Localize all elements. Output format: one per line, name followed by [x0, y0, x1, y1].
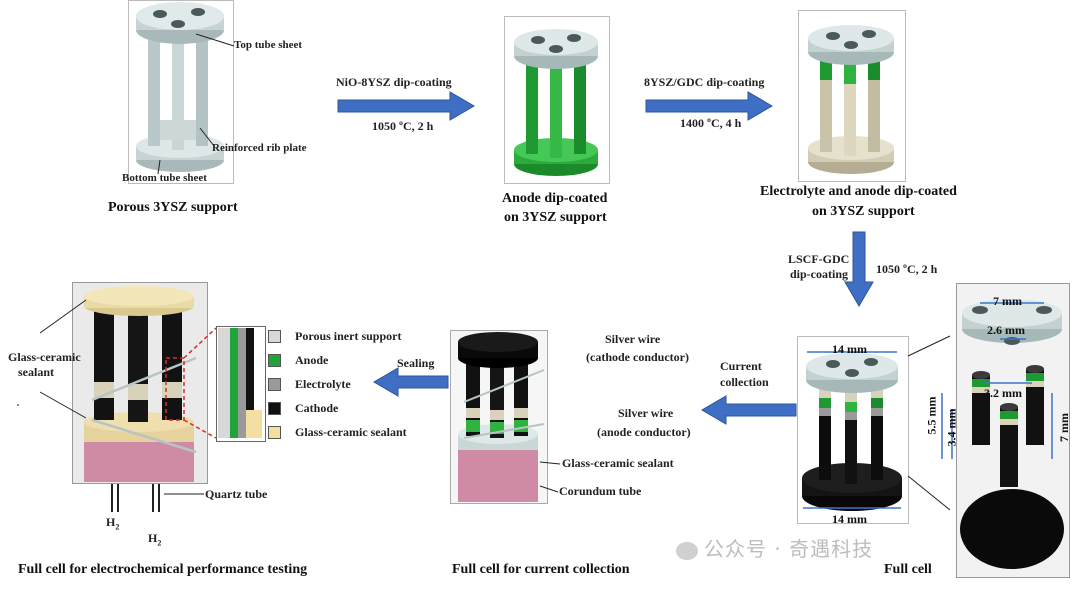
step3-condition: 1050 ºC, 2 h: [876, 262, 938, 276]
dim-hole: 7 mm: [993, 294, 1022, 308]
stage5-current-collection-illustration: [458, 332, 545, 502]
label-corundum-tube: Corundum tube: [559, 484, 642, 498]
dim-height-3: 7 mm: [1057, 413, 1071, 442]
legend-swatch: [268, 330, 281, 343]
stage6-testing-illustration: [84, 286, 197, 482]
legend-item: Cathode: [268, 402, 338, 415]
step1-arrow: [337, 91, 475, 121]
wechat-icon: [676, 541, 698, 560]
step1-condition: 1050 ºC, 2 h: [372, 119, 434, 133]
label-sealant-6-line1: Glass-ceramic: [8, 350, 81, 364]
label-reinforced-rib: Reinforced rib plate: [212, 142, 307, 154]
label-top-tube-sheet: Top tube sheet: [234, 39, 303, 51]
dim-height-1: 5.5 mm: [924, 396, 939, 435]
dim-height-2: 3.4 mm: [944, 408, 959, 447]
stage2-caption-line2: on 3YSZ support: [504, 210, 607, 225]
step2-condition: 1400 ºC, 4 h: [680, 116, 742, 130]
watermark-text: 公众号 · 奇遇科技: [704, 537, 874, 561]
stage4-caption: Full cell: [884, 562, 932, 577]
legend-item: Glass-ceramic sealant: [268, 426, 407, 439]
step1-process: NiO-8YSZ dip-coating: [336, 75, 452, 89]
legend-item: Anode: [268, 354, 328, 367]
dim-top-width: 14 mm: [832, 342, 867, 356]
stage2-anode-illustration: [514, 29, 598, 176]
step3-arrow: [844, 231, 874, 307]
stage2-caption-line1: Anode dip-coated: [502, 191, 608, 206]
legend-label: Electrolyte: [295, 377, 351, 392]
legend-label: Cathode: [295, 401, 339, 416]
dim-bottom-width: 14 mm: [832, 512, 867, 526]
stage4-fullcell-illustration: [802, 351, 902, 511]
legend-item: Electrolyte: [268, 378, 351, 391]
step4-arrow: [701, 395, 797, 425]
legend-swatch: [268, 402, 281, 415]
label-sealant-5: Glass-ceramic sealant: [562, 456, 674, 470]
legend-item: Porous inert support: [268, 330, 401, 343]
label-sealant-6-line2: sealant: [18, 365, 54, 379]
dim-tube-diameter: 3.2 mm: [984, 386, 1022, 400]
step2-process: 8YSZ/GDC dip-coating: [644, 75, 765, 89]
legend-swatch: [268, 354, 281, 367]
label-bottom-tube-sheet: Bottom tube sheet: [122, 172, 207, 184]
step2-arrow: [645, 91, 773, 121]
stage1-caption: Porous 3YSZ support: [108, 200, 238, 215]
step5-arrow: [373, 367, 449, 397]
stage3-electrolyte-illustration: [808, 25, 894, 174]
step5-process: Sealing: [397, 356, 435, 370]
step4-process-line1: Current: [720, 359, 762, 373]
legend-label: Glass-ceramic sealant: [295, 425, 407, 440]
legend-swatch: [268, 426, 281, 439]
legend-layer-stack-drawing: [218, 328, 262, 438]
stage1-support-illustration: [136, 2, 224, 172]
legend-swatch: [268, 378, 281, 391]
stage6-caption: Full cell for electrochemical performanc…: [18, 562, 308, 577]
label-h2-outlet: H2: [106, 515, 120, 532]
label-anode-wire-1: Silver wire: [618, 406, 674, 420]
step4-process-line2: collection: [720, 375, 769, 389]
label-quartz-tube: Quartz tube: [205, 487, 268, 501]
label-h2-inlet: H2: [148, 531, 162, 548]
label-anode-wire-2: (anode conductor): [597, 425, 691, 439]
step3-process-line1: LSCF-GDC: [788, 252, 850, 266]
step3-process-line2: dip-coating: [790, 267, 849, 281]
watermark: 公众号 · 奇遇科技: [676, 533, 873, 562]
dim-gap: 2.6 mm: [987, 323, 1025, 337]
label-cathode-wire-2: (cathode conductor): [586, 350, 689, 364]
legend-label: Anode: [295, 353, 329, 368]
stage5-caption: Full cell for current collection: [452, 562, 630, 577]
stage3-caption-line2: on 3YSZ support: [812, 204, 915, 219]
stage3-caption-line1: Electrolyte and anode dip-coated: [760, 184, 957, 199]
stage4-exploded-illustration: [941, 299, 1064, 569]
legend-label: Porous inert support: [295, 329, 402, 344]
label-cathode-wire-1: Silver wire: [605, 332, 661, 346]
